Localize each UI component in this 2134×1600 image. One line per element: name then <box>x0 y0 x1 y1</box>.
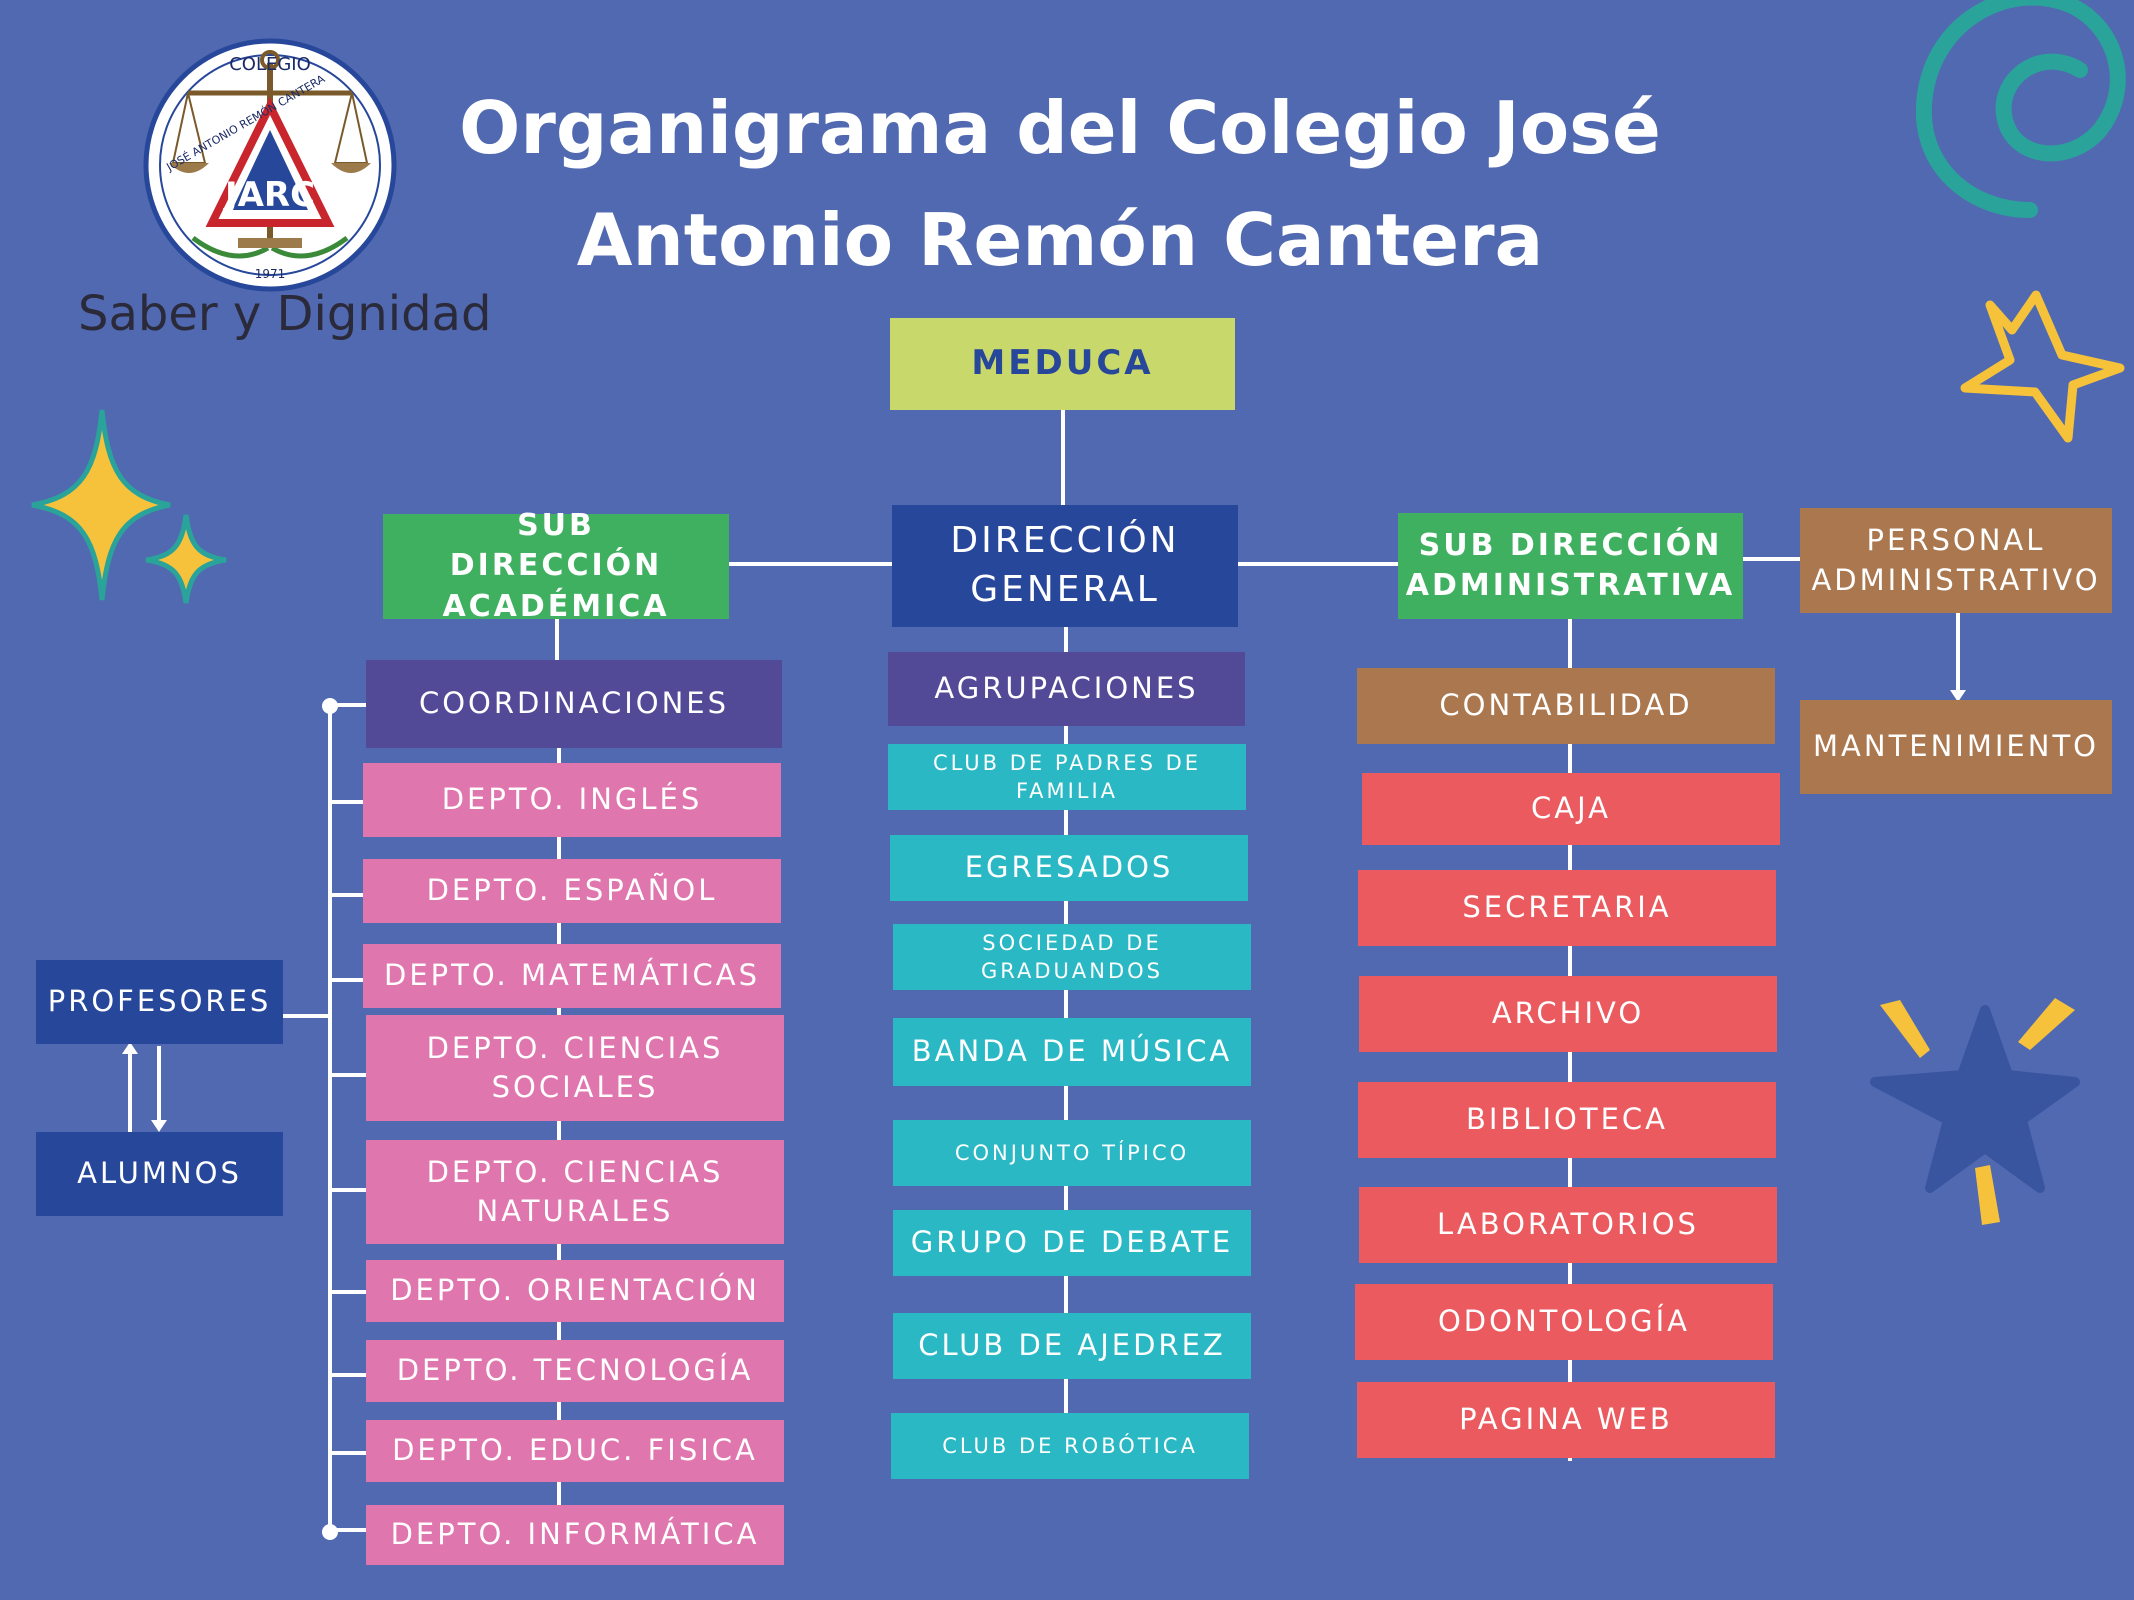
node-agrupacion: CONJUNTO TÍPICO <box>893 1120 1251 1186</box>
outlined-star-icon <box>1960 290 2125 443</box>
node-agrupacion: BANDA DE MÚSICA <box>893 1018 1251 1086</box>
yellow-accent-icon <box>2018 998 2075 1050</box>
node-depto: DEPTO. CIENCIAS SOCIALES <box>366 1015 784 1121</box>
blue-star-icon <box>1870 1005 2080 1193</box>
node-depto: DEPTO. TECNOLOGÍA <box>366 1340 784 1402</box>
node-agrupacion: GRUPO DE DEBATE <box>893 1210 1251 1276</box>
node-depto: DEPTO. CIENCIAS NATURALES <box>366 1140 784 1244</box>
node-administrativa: PAGINA WEB <box>1357 1382 1775 1458</box>
spiral-icon <box>1915 0 2126 218</box>
yellow-accent-icon <box>1975 1165 2000 1225</box>
node-agrupacion: CLUB DE ROBÓTICA <box>891 1413 1249 1479</box>
node-administrativa: SECRETARIA <box>1358 870 1776 946</box>
node-direccion-general: DIRECCIÓN GENERAL <box>892 505 1238 627</box>
school-motto: Saber y Dignidad <box>78 286 492 342</box>
page-title-line1: Organigrama del Colegio José <box>459 86 1661 170</box>
node-profesores: PROFESORES <box>36 960 283 1044</box>
node-depto: DEPTO. ESPAÑOL <box>363 859 781 923</box>
svg-text:1971: 1971 <box>255 267 286 281</box>
node-agrupacion: CLUB DE PADRES DE FAMILIA <box>888 744 1246 810</box>
sparkle-small-icon <box>145 514 227 604</box>
node-sub-direccion-academica: SUB DIRECCIÓN ACADÉMICA <box>383 508 729 624</box>
school-logo: JARC COLEGIO 1971 JOSÉ ANTONIO REMÓN CAN… <box>143 38 397 292</box>
logo-monogram: JARC <box>223 175 315 215</box>
node-personal-administrativo: PERSONAL ADMINISTRATIVO <box>1800 508 2112 613</box>
node-depto: DEPTO. INFORMÁTICA <box>366 1505 784 1565</box>
node-depto: DEPTO. INGLÉS <box>363 763 781 837</box>
sparkle-large-icon <box>31 409 171 601</box>
node-contabilidad: CONTABILIDAD <box>1357 668 1775 744</box>
node-depto: DEPTO. MATEMÁTICAS <box>363 944 781 1008</box>
node-administrativa: ARCHIVO <box>1359 976 1777 1052</box>
node-administrativa: ODONTOLOGÍA <box>1355 1284 1773 1360</box>
node-administrativa: LABORATORIOS <box>1359 1187 1777 1263</box>
node-depto: DEPTO. ORIENTACIÓN <box>366 1260 784 1322</box>
node-meduca: MEDUCA <box>890 318 1235 410</box>
yellow-accent-icon <box>1880 1000 1930 1058</box>
svg-text:COLEGIO: COLEGIO <box>229 54 311 75</box>
node-administrativa: CAJA <box>1362 773 1780 845</box>
node-depto: DEPTO. EDUC. FISICA <box>366 1420 784 1482</box>
node-agrupaciones: AGRUPACIONES <box>888 652 1245 726</box>
node-administrativa: BIBLIOTECA <box>1358 1082 1776 1158</box>
node-sub-direccion-administrativa: SUB DIRECCIÓN ADMINISTRATIVA <box>1398 513 1743 619</box>
node-alumnos: ALUMNOS <box>36 1132 283 1216</box>
node-coordinaciones: COORDINACIONES <box>366 660 782 748</box>
node-agrupacion: EGRESADOS <box>890 835 1248 901</box>
node-agrupacion: CLUB DE AJEDREZ <box>893 1313 1251 1379</box>
node-mantenimiento: MANTENIMIENTO <box>1800 700 2112 794</box>
page-title-line2: Antonio Remón Cantera <box>576 198 1544 282</box>
node-agrupacion: SOCIEDAD DE GRADUANDOS <box>893 924 1251 990</box>
